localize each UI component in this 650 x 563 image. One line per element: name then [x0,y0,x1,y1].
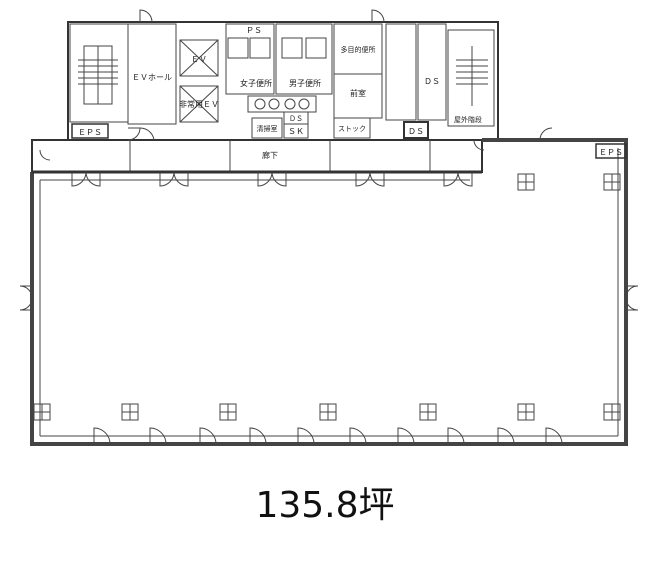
room-label-ev-lower: 非常用ＥＶ [179,99,219,109]
office-floor [30,138,628,446]
room-label-cleaning: 清掃室 [257,124,278,133]
room-label-ev-upper: ＥＶ [191,55,207,64]
room-label-ds-right: ＤＳ [424,77,440,86]
room-label-eps-right: ＥＰＳ [599,148,623,157]
room-label-anteroom: 前室 [350,88,366,98]
corridor [31,139,483,173]
floor-area-label: 135.8坪 [255,485,395,526]
elevator-lower [179,85,219,123]
doors [19,9,639,445]
room-label-outdoor-stair: 屋外階段 [454,115,482,124]
room-label-womens-wc: 女子便所 [240,78,272,88]
room-label-sk: ＳＫ [288,127,304,136]
room-label-accessible-wc: 多目的便所 [341,45,376,54]
right-stair [447,29,495,127]
room-label-ps: ＰＳ [246,26,262,35]
room-label-mens-wc: 男子便所 [289,78,321,88]
floor-plan: ＥＶホール ＥＶ 非常用ＥＶ ＰＳ 女子便所 男子便所 多目的便所 前室 清掃室… [19,9,639,446]
left-stair [78,45,118,105]
room-label-corridor: 廊下 [262,150,278,160]
room-label-ds-box: ＤＳ [408,127,424,136]
elevator-upper [179,39,219,77]
room-label-ds-center: ＤＳ [289,115,303,123]
columns [33,173,621,421]
room-label-ev-hall: ＥＶホール [132,73,172,82]
room-label-storage: ストック [338,125,366,133]
room-label-eps-left: ＥＰＳ [78,128,102,137]
